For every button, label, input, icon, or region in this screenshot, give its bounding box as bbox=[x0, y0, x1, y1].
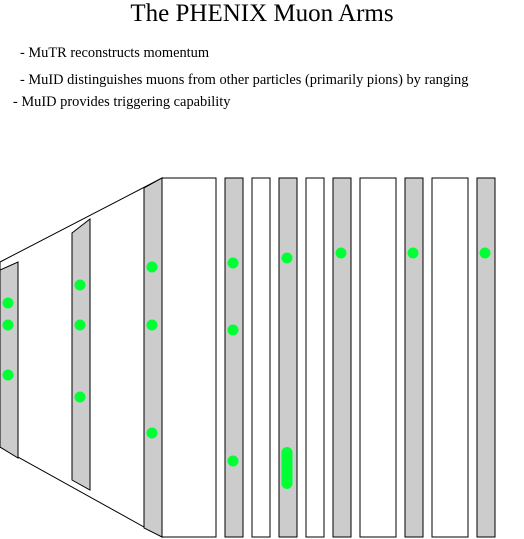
mutr-station-2 bbox=[71, 217, 91, 491]
muid-gap-1 bbox=[224, 177, 244, 538]
hit-marker bbox=[146, 319, 158, 331]
hit-marker bbox=[335, 247, 347, 259]
hit-marker bbox=[74, 319, 86, 331]
muid-gap-2 bbox=[278, 177, 298, 538]
hit-marker bbox=[227, 324, 239, 336]
muid-absorber-1 bbox=[161, 177, 217, 538]
bullet-mutr-momentum: - MuTR reconstructs momentum bbox=[20, 45, 210, 61]
hit-marker bbox=[281, 252, 293, 264]
mutr-station-3 bbox=[143, 177, 163, 538]
muid-absorber-4 bbox=[359, 177, 397, 538]
hit-marker bbox=[227, 455, 239, 467]
muid-absorber-3 bbox=[305, 177, 325, 538]
hit-marker bbox=[74, 279, 86, 291]
hit-marker bbox=[2, 297, 14, 309]
muid-gap-5 bbox=[476, 177, 496, 538]
bullet-muid-trigger: - MuID provides triggering capability bbox=[13, 94, 231, 110]
hit-marker bbox=[74, 391, 86, 403]
muid-absorber-2 bbox=[251, 177, 271, 538]
diagram-title: The PHENIX Muon Arms bbox=[130, 0, 394, 27]
hit-marker bbox=[146, 261, 158, 273]
hit-cluster bbox=[281, 447, 293, 489]
hit-marker bbox=[2, 369, 14, 381]
muid-gap-4 bbox=[404, 177, 424, 538]
muid-gap-3 bbox=[332, 177, 352, 538]
hit-marker bbox=[2, 319, 14, 331]
hit-marker bbox=[146, 427, 158, 439]
muid-absorber-5 bbox=[431, 177, 469, 538]
hit-marker bbox=[479, 247, 491, 259]
hit-marker bbox=[407, 247, 419, 259]
bullet-muid-ranging: - MuID distinguishes muons from other pa… bbox=[20, 72, 469, 88]
hit-marker bbox=[227, 257, 239, 269]
mutr-station-1 bbox=[0, 261, 19, 459]
